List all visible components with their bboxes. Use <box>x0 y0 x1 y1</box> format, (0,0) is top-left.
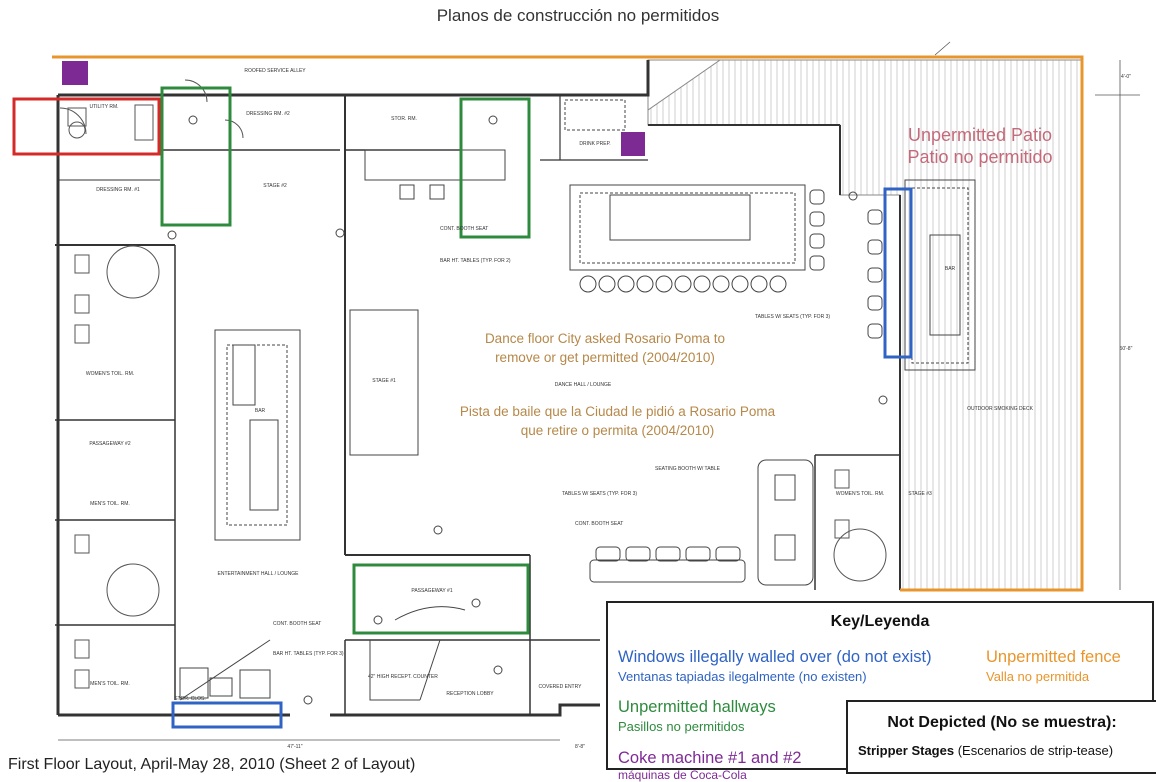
label-stage3: STAGE #3 <box>908 491 932 497</box>
dance-floor-annotation-en: Dance floor City asked Rosario Poma to r… <box>484 331 726 365</box>
walled-windows <box>171 187 913 729</box>
label-utility: UTILITY RM. <box>89 104 118 110</box>
utility-room-highlight <box>12 97 161 156</box>
legend-orange-en: Unpermitted fence <box>986 648 1121 666</box>
label-dim-top-right: 4'-0" <box>1121 74 1131 80</box>
window-south <box>171 701 283 729</box>
label-dim-bottom: 47'-11" <box>287 744 302 750</box>
label-dim-bottom2: 8'-8" <box>575 744 585 750</box>
label-bar-tables-3: BAR HT. TABLES (TYP. FOR 3) <box>273 651 344 657</box>
label-seating-booth: SEATING BOOTH W/ TABLE <box>655 466 721 472</box>
label-reception: RECEPTION LOBBY <box>446 691 494 697</box>
legend-blue-es: Ventanas tapiadas ilegalmente (no existe… <box>618 669 867 684</box>
label-recept-counter: 42" HIGH RECEPT. COUNTER <box>368 674 438 680</box>
not-depicted-item-bold: Stripper Stages <box>858 743 955 758</box>
seating <box>167 115 888 705</box>
label-dim-right: 50'-8" <box>1120 346 1133 352</box>
label-tables-seats: TABLES W/ SEATS (TYP. FOR 3) <box>755 314 830 320</box>
label-drink-prep: DRINK PREP. <box>579 141 610 147</box>
label-covered-entry: COVERED ENTRY <box>539 684 583 690</box>
label-stage1: STAGE #1 <box>372 378 396 384</box>
label-alley: ROOFED SERVICE ALLEY <box>244 68 306 74</box>
fixtures <box>59 79 887 689</box>
label-tables-seats-2: TABLES W/ SEATS (TYP. FOR 3) <box>562 491 637 497</box>
label-cont-booth-2: CONT. BOOTH SEAT <box>575 521 623 527</box>
legend-purple-es: máquinas de Coca-Cola <box>618 768 747 782</box>
not-depicted-title: Not Depicted (No se muestra): <box>887 714 1117 731</box>
not-depicted-item-rest: (Escenarios de strip-tease) <box>954 743 1114 758</box>
label-passageway2: PASSAGEWAY #2 <box>89 441 130 447</box>
dimension-lines <box>58 41 1140 741</box>
hallway-north <box>459 97 531 239</box>
not-depicted-item: Stripper Stages (Escenarios de strip-tea… <box>858 743 1113 758</box>
dance-floor-annotation-es: Pista de baile que la Ciudad le pidió a … <box>459 404 776 438</box>
hallway-west <box>160 86 232 227</box>
patio-label-en: Unpermitted Patio <box>907 125 1053 145</box>
label-womens-toil: WOMEN'S TOIL. RM. <box>86 371 134 377</box>
page-subtitle: Planos de construcción no permitidos <box>436 6 720 25</box>
label-smoking-deck: OUTDOOR SMOKING DECK <box>967 406 1034 412</box>
window-east <box>883 187 913 359</box>
legend-green-en: Unpermitted hallways <box>618 698 776 716</box>
label-dressing1: DRESSING RM. #1 <box>96 187 140 193</box>
legend-title: Key/Leyenda <box>830 613 930 630</box>
plan-labels: ROOFED SERVICE ALLEY UTILITY RM. DRESSIN… <box>86 68 1133 750</box>
patio-label-es: Patio no permitido <box>907 147 1053 167</box>
label-bar: BAR <box>255 408 266 414</box>
label-stage2: STAGE #2 <box>263 183 287 189</box>
label-dressing2: DRESSING RM. #2 <box>246 111 290 117</box>
legend-blue-en: Windows illegally walled over (do not ex… <box>618 648 932 666</box>
label-womens-toil-2: WOMEN'S TOIL. RM. <box>836 491 884 497</box>
label-dance-hall: DANCE HALL / LOUNGE <box>555 382 612 388</box>
furniture <box>179 99 976 701</box>
hallway-passageway-1 <box>352 563 530 635</box>
label-entertainment: ENTERTAINMENT HALL / LOUNGE <box>218 571 300 577</box>
legend-orange-es: Valla no permitida <box>986 669 1090 684</box>
patio-annotation: Unpermitted Patio Patio no permitido <box>880 124 1080 168</box>
not-depicted-box: Not Depicted (No se muestra): Stripper S… <box>846 700 1156 774</box>
coke-machine-1 <box>62 61 88 85</box>
label-bar-tables: BAR HT. TABLES (TYP. FOR 2) <box>440 258 511 264</box>
label-cont-booth: CONT. BOOTH SEAT <box>440 226 488 232</box>
label-bar-2: BAR <box>945 266 956 272</box>
legend-purple-en: Coke machine #1 and #2 <box>618 749 802 767</box>
label-mens-toil: MEN'S TOIL. RM. <box>90 501 130 507</box>
sheet-caption: First Floor Layout, April-May 28, 2010 (… <box>8 756 416 773</box>
label-storage: STOR. RM. <box>391 116 417 122</box>
label-stor-clos: STOR. CLOS. <box>174 696 206 702</box>
label-passageway1: PASSAGEWAY #1 <box>411 588 452 594</box>
legend-green-es: Pasillos no permitidos <box>618 719 745 734</box>
unpermitted-hallways <box>160 86 531 635</box>
label-cont-booth-3: CONT. BOOTH SEAT <box>273 621 321 627</box>
coke-machine-2 <box>621 132 645 156</box>
unpermitted-fence <box>52 55 1084 592</box>
label-mens-toil-2: MEN'S TOIL. RM. <box>90 681 130 687</box>
